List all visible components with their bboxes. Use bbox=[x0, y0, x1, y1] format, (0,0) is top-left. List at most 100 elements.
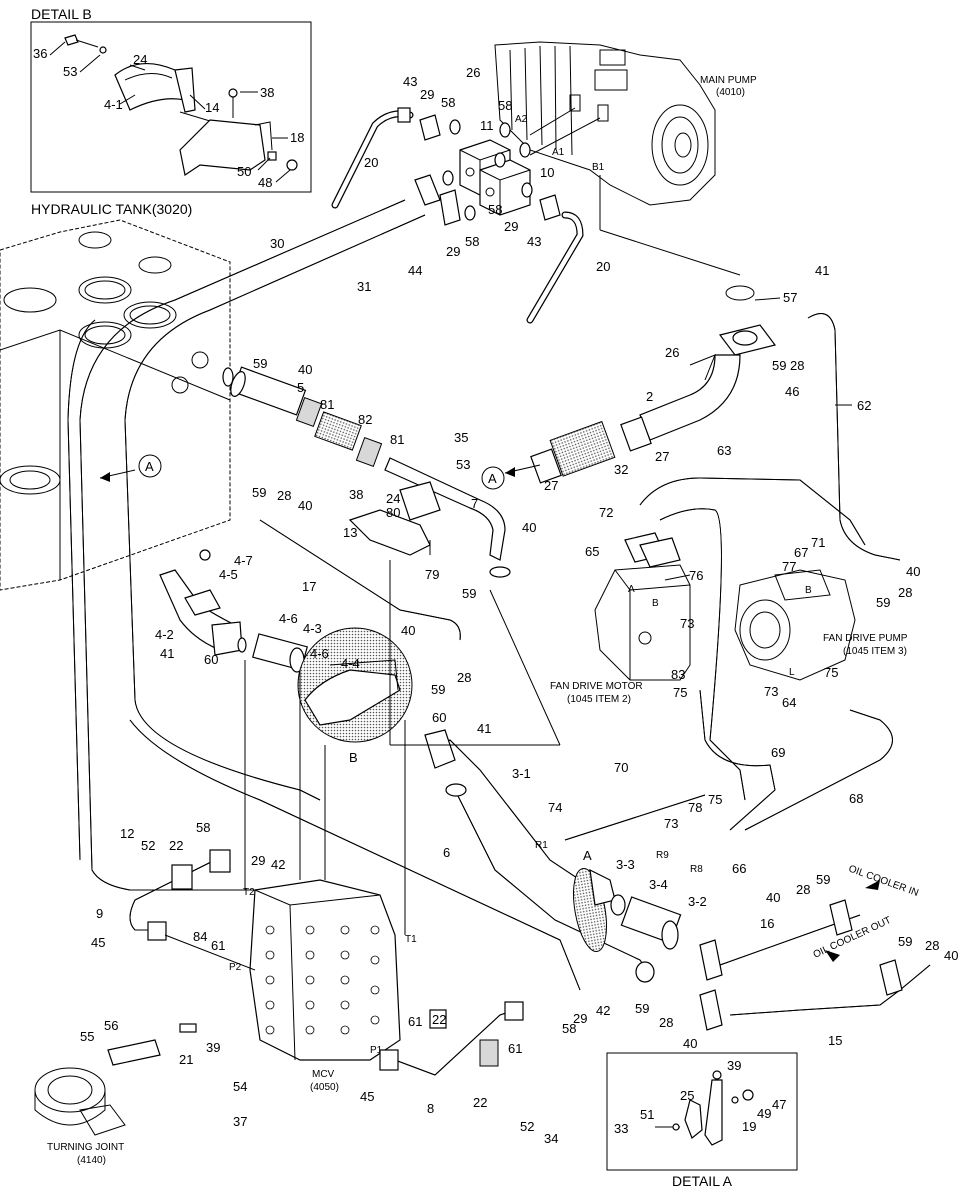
label-61-m: 61 bbox=[408, 1014, 422, 1029]
hose-16 bbox=[699, 899, 861, 981]
label-58-top-b: 58 bbox=[498, 98, 512, 113]
port-r9: R9 bbox=[656, 850, 669, 861]
label-51: 51 bbox=[640, 1107, 654, 1122]
pipe-8 bbox=[379, 1001, 524, 1076]
label-22-b: 22 bbox=[473, 1095, 487, 1110]
label-29-low: 29 bbox=[573, 1011, 587, 1026]
label-59-low: 59 bbox=[635, 1001, 649, 1016]
hydraulic-tank: HYDRAULIC TANK(3020) bbox=[0, 201, 231, 591]
label-28-r: 28 bbox=[925, 938, 939, 953]
label-33: 33 bbox=[614, 1121, 628, 1136]
label-56: 56 bbox=[104, 1018, 118, 1033]
label-59-m1: 59 bbox=[253, 356, 267, 371]
label-58-low: 58 bbox=[465, 234, 479, 249]
label-20-top: 20 bbox=[364, 155, 378, 170]
mcv-label: MCV bbox=[312, 1069, 335, 1080]
label-40-l: 40 bbox=[401, 623, 415, 638]
label-16: 16 bbox=[760, 916, 774, 931]
label-28-m2: 28 bbox=[898, 585, 912, 600]
label-24-m: 24 bbox=[386, 491, 400, 506]
label-42-l: 42 bbox=[271, 857, 285, 872]
label-36: 36 bbox=[33, 46, 47, 61]
fan-drive-pump-ref: (1045 ITEM 3) bbox=[843, 646, 907, 657]
label-75-l: 75 bbox=[708, 792, 722, 807]
turning-joint-label: TURNING JOINT bbox=[47, 1142, 124, 1153]
oil-cooler-in-marker: OIL COOLER IN bbox=[847, 863, 920, 898]
label-40-m2: 40 bbox=[522, 520, 536, 535]
label-4-5: 4-5 bbox=[219, 567, 238, 582]
fan-drive-pump: B L FAN DRIVE PUMP (1045 ITEM 3) bbox=[734, 569, 908, 681]
label-15: 15 bbox=[828, 1033, 842, 1048]
label-66: 66 bbox=[732, 861, 746, 876]
label-4-6: 4-6 bbox=[279, 611, 298, 626]
turning-joint-ref: (4140) bbox=[77, 1155, 106, 1166]
label-81-a: 81 bbox=[320, 397, 334, 412]
label-28-l: 28 bbox=[457, 670, 471, 685]
label-43-right: 43 bbox=[527, 234, 541, 249]
fan-drive-motor: A B FAN DRIVE MOTOR (1045 ITEM 2) bbox=[550, 532, 691, 705]
label-44: 44 bbox=[408, 263, 422, 278]
label-40-m4: 40 bbox=[906, 564, 920, 579]
port-r1: R1 bbox=[535, 840, 548, 851]
label-40-low: 40 bbox=[683, 1036, 697, 1051]
mcv: MCV (4050) T2 T1 P2 P1 bbox=[229, 879, 417, 1093]
label-76: 76 bbox=[689, 568, 703, 583]
hose-62 bbox=[807, 313, 901, 561]
label-6: 6 bbox=[443, 845, 450, 860]
main-pump-ref: (4010) bbox=[716, 87, 745, 98]
label-5: 5 bbox=[297, 380, 304, 395]
port-t2: T2 bbox=[243, 887, 255, 898]
label-4-7: 4-7 bbox=[234, 553, 253, 568]
label-40-r: 40 bbox=[944, 948, 958, 963]
label-80: 80 bbox=[386, 505, 400, 520]
label-38: 38 bbox=[260, 85, 274, 100]
label-58-top: 58 bbox=[441, 95, 455, 110]
label-34: 34 bbox=[544, 1131, 558, 1146]
label-29-mid: 29 bbox=[446, 244, 460, 259]
label-75-a: 75 bbox=[673, 685, 687, 700]
hose-69 bbox=[699, 689, 776, 831]
label-12: 12 bbox=[120, 826, 134, 841]
detail-b-section-circle bbox=[297, 627, 413, 743]
label-7: 7 bbox=[471, 496, 478, 511]
label-26-mid: 26 bbox=[665, 345, 679, 360]
label-50: 50 bbox=[237, 164, 251, 179]
label-59-m4: 59 bbox=[876, 595, 890, 610]
label-59-m2: 59 bbox=[462, 586, 476, 601]
label-20-right: 20 bbox=[596, 259, 610, 274]
label-30: 30 bbox=[270, 236, 284, 251]
label-41-l: 41 bbox=[160, 646, 174, 661]
label-41-m: 41 bbox=[477, 721, 491, 736]
port-a-motor: A bbox=[628, 584, 635, 595]
label-43-top: 43 bbox=[403, 74, 417, 89]
label-70: 70 bbox=[614, 760, 628, 775]
label-71: 71 bbox=[811, 535, 825, 550]
label-21: 21 bbox=[179, 1052, 193, 1067]
label-45-l: 45 bbox=[91, 935, 105, 950]
leader-lines bbox=[164, 297, 852, 971]
label-4-2: 4-2 bbox=[155, 627, 174, 642]
port-r8: R8 bbox=[690, 864, 703, 875]
label-39-a: 39 bbox=[727, 1058, 741, 1073]
label-29-top: 29 bbox=[420, 87, 434, 102]
pipe-9 bbox=[129, 849, 231, 941]
main-pump: MAIN PUMP (4010) A2 A1 B1 bbox=[494, 41, 757, 276]
suction-pipe-2 bbox=[530, 285, 777, 484]
label-81-b: 81 bbox=[390, 432, 404, 447]
label-28-top: 28 bbox=[790, 358, 804, 373]
label-22-l: 22 bbox=[169, 838, 183, 853]
callout-a-mid: A bbox=[481, 464, 541, 490]
pipe-5-assembly bbox=[222, 366, 383, 467]
label-73-l: 73 bbox=[664, 816, 678, 831]
fan-drive-motor-ref: (1045 ITEM 2) bbox=[567, 694, 631, 705]
port-b1: B1 bbox=[592, 162, 605, 173]
detail-b-title: DETAIL B bbox=[31, 6, 92, 22]
detail-b-box: DETAIL B 36 53 24 4-1 14 38 18 50 bbox=[30, 6, 312, 193]
label-53-m: 53 bbox=[456, 457, 470, 472]
turning-joint: TURNING JOINT (4140) bbox=[34, 1023, 197, 1166]
left-mid-labels: 4-7 4-5 4-6 4-3 4-2 41 60 4-6 4-4 40 28 … bbox=[155, 553, 491, 736]
detail-a-box: DETAIL A 39 25 47 49 51 33 19 bbox=[606, 1052, 798, 1189]
fittings-29 bbox=[414, 174, 461, 226]
flange-blocks bbox=[442, 119, 533, 221]
